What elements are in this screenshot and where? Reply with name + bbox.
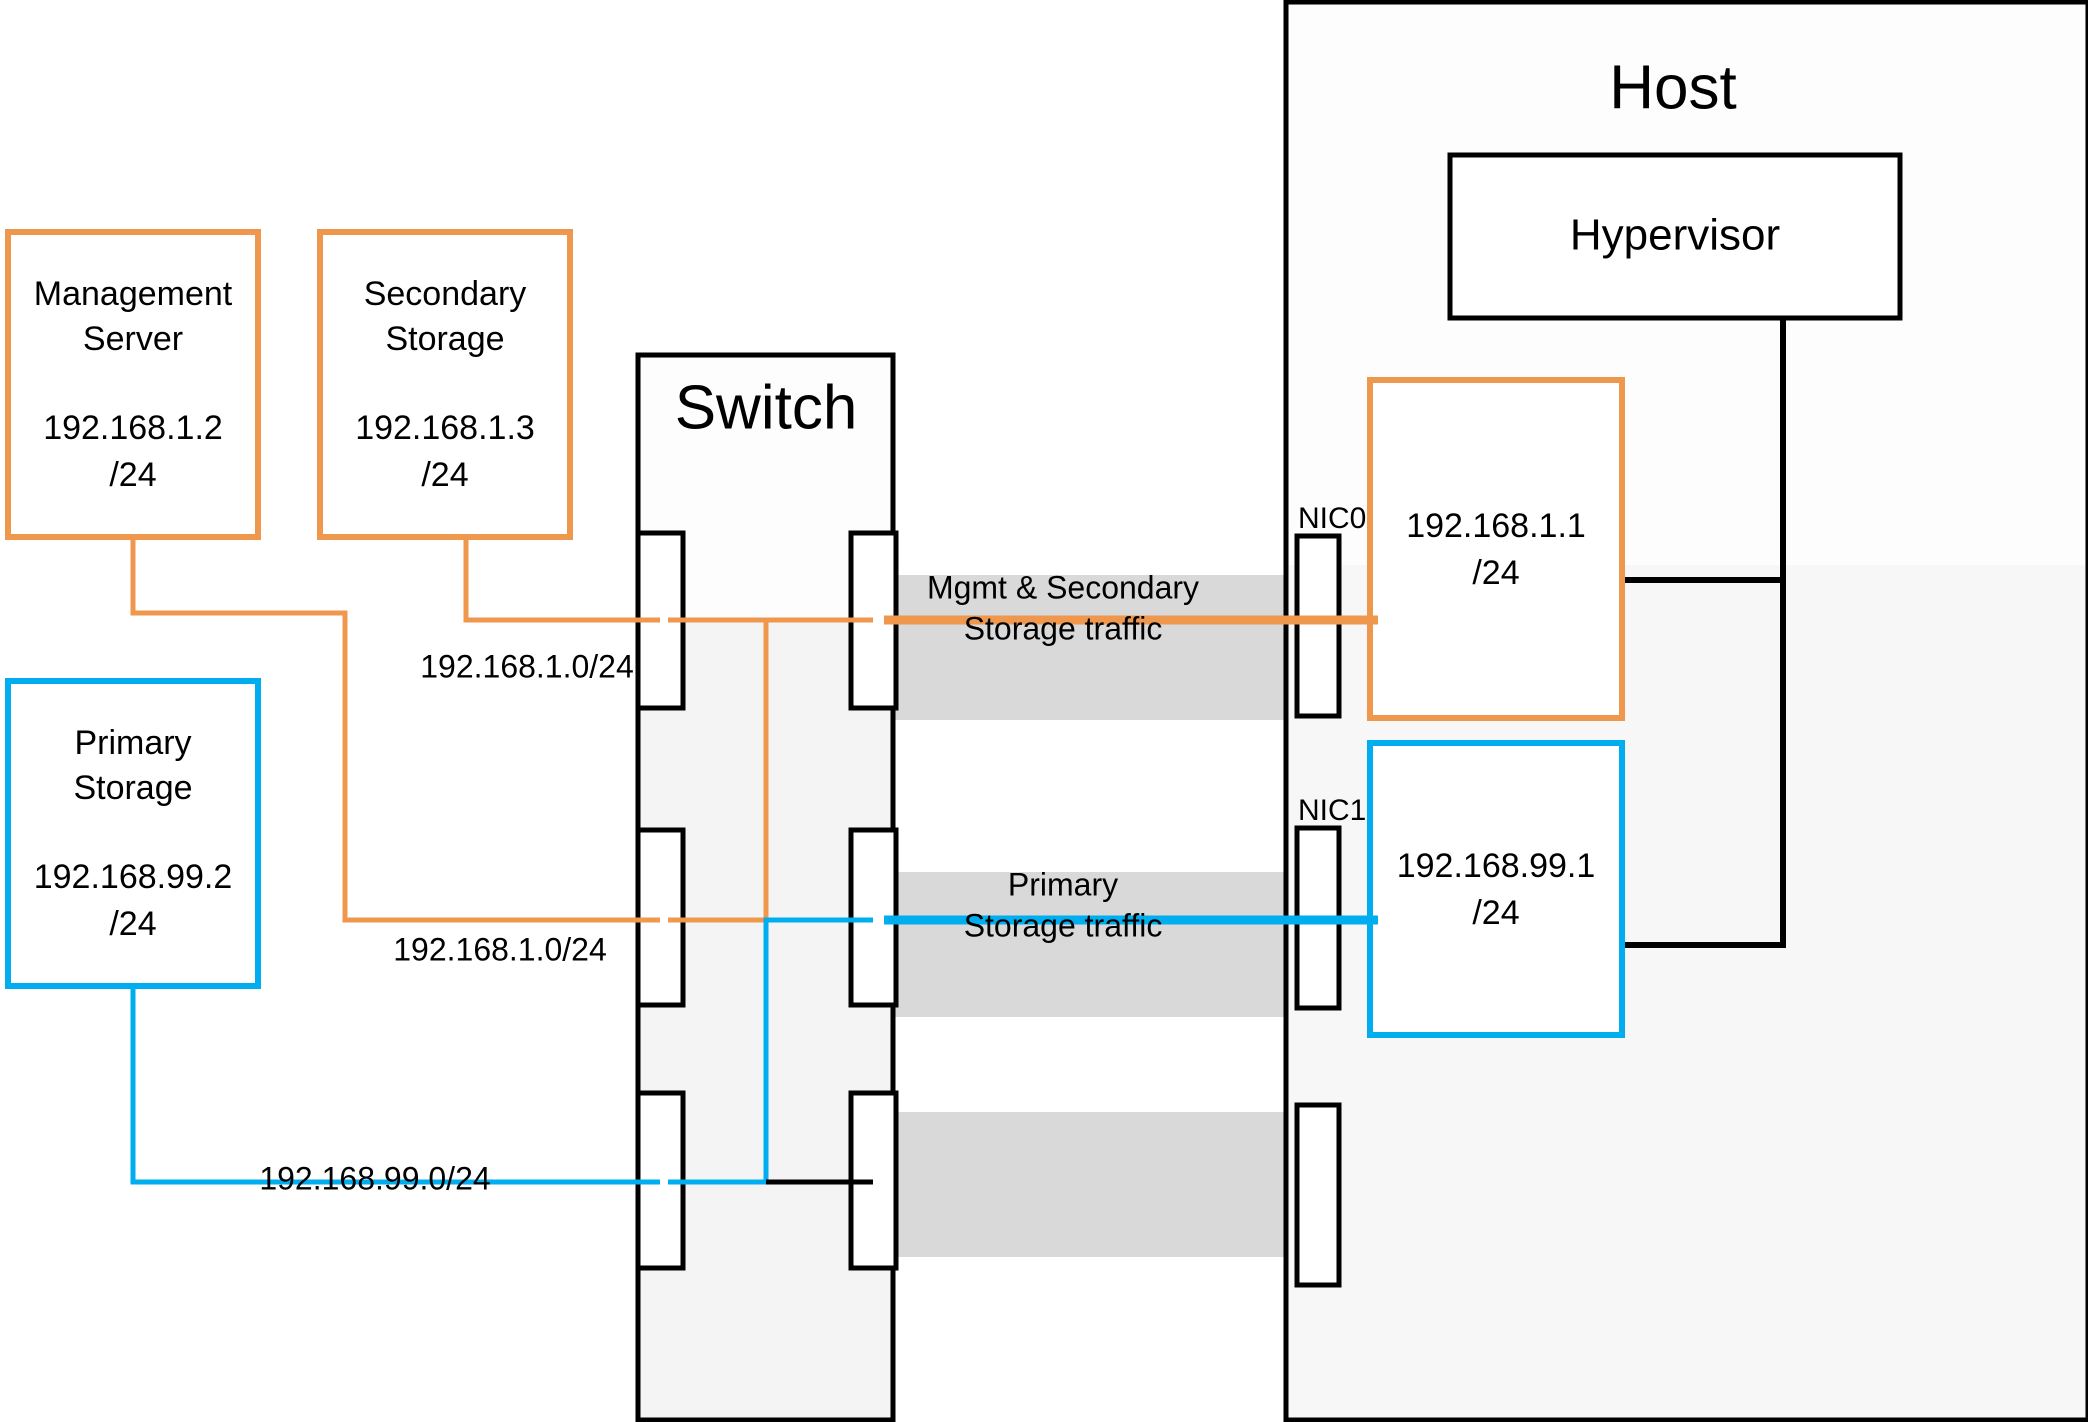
switch-internal-blue	[668, 917, 873, 1185]
nic0-label: NIC0	[1298, 502, 1366, 535]
nic1-label: NIC1	[1298, 794, 1366, 827]
hypervisor-label: Hypervisor	[1570, 211, 1780, 260]
nic0-interface-box[interactable]: 192.168.1.1 /24	[1367, 377, 1625, 721]
hypervisor-node[interactable]: Hypervisor	[1447, 152, 1903, 321]
secondary-storage-ip: 192.168.1.3	[355, 409, 535, 447]
switch-label: Switch	[675, 373, 858, 442]
management-server-mask: /24	[109, 456, 156, 494]
traffic-label-mgmt-secondary: Mgmt & Secondary Storage traffic	[927, 569, 1199, 646]
primary-storage-line1: Primary	[74, 724, 191, 762]
traffic-band-mgmt-secondary	[894, 575, 1286, 720]
secondary-storage-line2: Storage	[385, 320, 504, 358]
nic1-mask: /24	[1472, 894, 1519, 932]
traffic-primary-line1: Primary	[1008, 866, 1118, 902]
traffic-mgmt-line1: Mgmt & Secondary	[927, 569, 1199, 605]
nic1-ip: 192.168.99.1	[1397, 847, 1596, 885]
management-server-node[interactable]: Management Server 192.168.1.2 /24	[5, 229, 261, 540]
cable-primary-storage	[130, 986, 660, 1185]
primary-storage-line2: Storage	[73, 769, 192, 807]
subnet-label-mgmt-mid: 192.168.1.0/24	[393, 931, 607, 967]
host-label: Host	[1609, 53, 1736, 122]
primary-storage-ip: 192.168.99.2	[34, 858, 233, 896]
primary-storage-node[interactable]: Primary Storage 192.168.99.2 /24	[5, 678, 261, 989]
secondary-storage-line1: Secondary	[364, 275, 527, 313]
subnet-label-primary-bottom: 192.168.99.0/24	[259, 1160, 490, 1196]
subnet-label-mgmt-top: 192.168.1.0/24	[420, 648, 634, 684]
traffic-band-unlabeled	[894, 1112, 1286, 1257]
host-nic2-port[interactable]	[1294, 1102, 1342, 1288]
host-internal-bus	[1622, 318, 1786, 948]
traffic-label-primary: Primary Storage traffic	[964, 866, 1163, 943]
management-server-line1: Management	[34, 275, 233, 313]
traffic-mgmt-line2: Storage traffic	[964, 610, 1163, 646]
cable-management-server	[130, 537, 660, 923]
primary-storage-mask: /24	[109, 905, 156, 943]
host-nic0-port[interactable]	[1294, 533, 1342, 719]
nic1-interface-box[interactable]: 192.168.99.1 /24	[1367, 740, 1625, 1038]
secondary-storage-mask: /24	[421, 456, 468, 494]
traffic-primary-line2: Storage traffic	[964, 907, 1163, 943]
management-server-line2: Server	[83, 320, 183, 358]
nic0-mask: /24	[1472, 554, 1519, 592]
secondary-storage-node[interactable]: Secondary Storage 192.168.1.3 /24	[317, 229, 573, 540]
traffic-band-primary	[894, 872, 1286, 1017]
switch-internal-orange	[668, 617, 873, 923]
management-server-ip: 192.168.1.2	[43, 409, 223, 447]
nic0-ip: 192.168.1.1	[1406, 507, 1586, 545]
